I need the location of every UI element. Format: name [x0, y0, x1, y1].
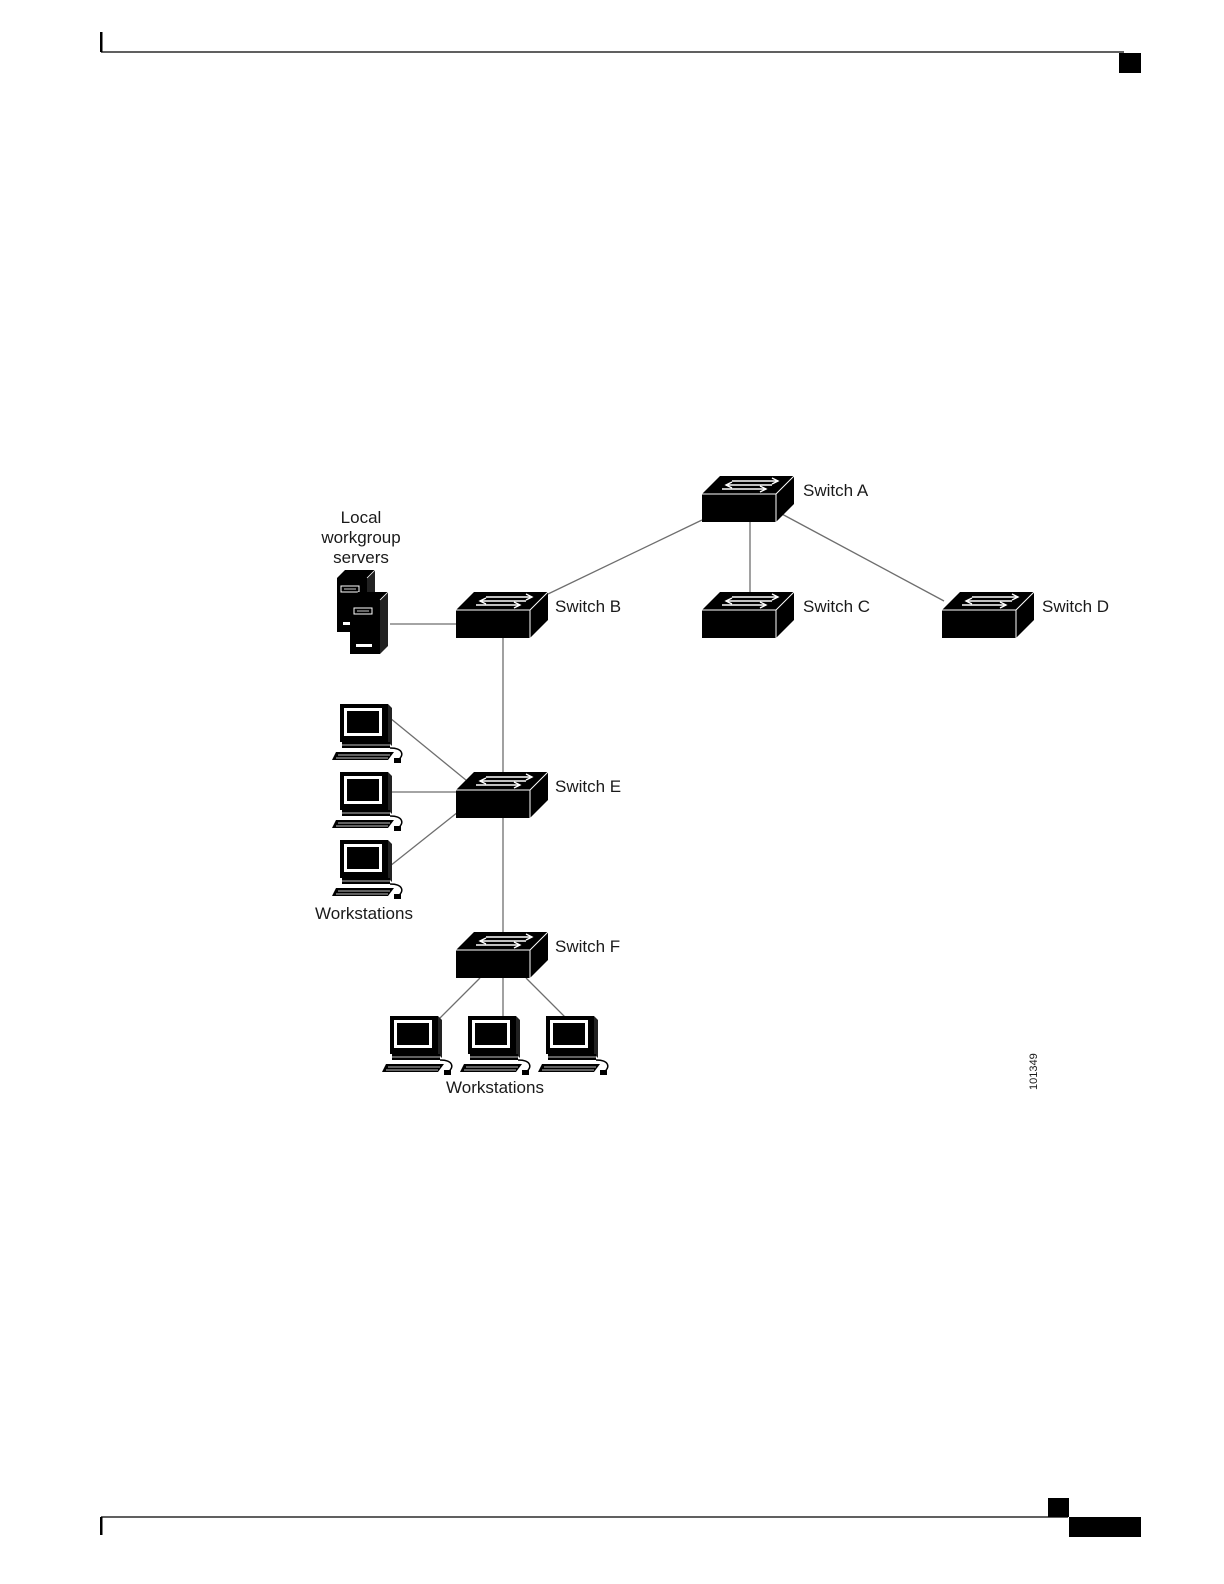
- link-f-ws3: [526, 978, 566, 1018]
- switch-c: Switch C: [702, 592, 870, 638]
- workstations-f-label: Workstations: [446, 1078, 544, 1097]
- servers-label-line-1: Local: [341, 508, 382, 527]
- server-icon: [350, 592, 388, 654]
- workstation-icon: [332, 840, 402, 899]
- switch-e: Switch E: [456, 772, 621, 818]
- local-workgroup-servers: Local workgroup servers: [320, 508, 400, 654]
- switch-e-label: Switch E: [555, 777, 621, 796]
- switch-c-label: Switch C: [803, 597, 870, 616]
- switch-a-icon: [702, 476, 794, 522]
- link-a-b: [548, 520, 702, 594]
- switch-f-icon: [456, 932, 548, 978]
- workstation-icon: [460, 1016, 530, 1075]
- switch-c-icon: [702, 592, 794, 638]
- switch-f-label: Switch F: [555, 937, 620, 956]
- figure-id: 101349: [1028, 1053, 1040, 1090]
- page-footer: [100, 1498, 1141, 1537]
- workstation-icon: [332, 704, 402, 763]
- switch-a: Switch A: [702, 476, 869, 522]
- switch-e-icon: [456, 772, 548, 818]
- link-e-ws1: [390, 718, 472, 785]
- switch-a-label: Switch A: [803, 481, 869, 500]
- link-e-ws3: [390, 812, 458, 866]
- switch-d-icon: [942, 592, 1034, 638]
- workstations-e-label: Workstations: [315, 904, 413, 923]
- workstations-group-f: Workstations: [382, 1016, 608, 1097]
- switch-b-label: Switch B: [555, 597, 621, 616]
- workstation-icon: [332, 772, 402, 831]
- workstations-group-e: Workstations: [315, 704, 413, 923]
- link-a-d: [780, 513, 944, 601]
- switch-f: Switch F: [456, 932, 620, 978]
- link-f-ws1: [438, 978, 480, 1020]
- workstation-icon: [538, 1016, 608, 1075]
- page-header: [100, 32, 1141, 73]
- workstation-icon: [382, 1016, 452, 1075]
- switch-b-icon: [456, 592, 548, 638]
- switch-d-label: Switch D: [1042, 597, 1109, 616]
- switch-d: Switch D: [942, 592, 1109, 638]
- switch-b: Switch B: [456, 592, 621, 638]
- servers-label-line-3: servers: [333, 548, 389, 567]
- servers-label-line-2: workgroup: [320, 528, 400, 547]
